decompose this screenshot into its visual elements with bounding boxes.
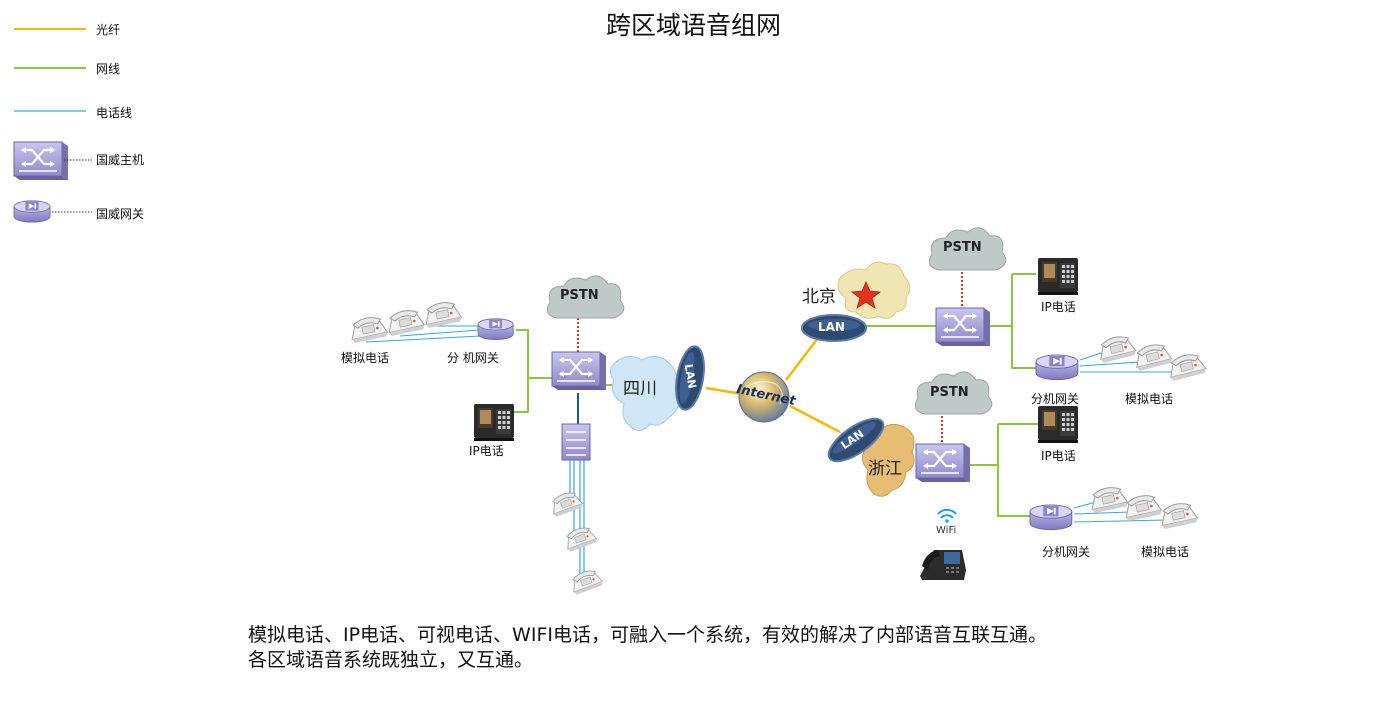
sichuan-ext-gateway xyxy=(477,318,514,341)
fiber-internet-zhejiang xyxy=(789,404,841,434)
zhejiang-analog-phone-2 xyxy=(1121,491,1163,522)
beijing-analog-phone-3 xyxy=(1165,350,1208,382)
zhejiang-analog-phone-3 xyxy=(1157,499,1199,530)
legend xyxy=(12,28,92,223)
legend-network-cable-label: 网线 xyxy=(96,62,121,76)
beijing-ip-phone-label: IP电话 xyxy=(1041,300,1076,314)
sichuan-host-switch xyxy=(550,350,608,392)
description-line-2: 各区域语音系统既独立，又互通。 xyxy=(248,649,534,671)
zhejiang-pstn-label: PSTN xyxy=(930,385,969,400)
internet-globe xyxy=(738,371,790,423)
sichuan-extension-phone-2 xyxy=(562,523,599,553)
sichuan-pstn-label: PSTN xyxy=(560,288,599,303)
backbone-links xyxy=(705,337,841,434)
beijing-lan-label: LAN xyxy=(818,320,845,334)
sichuan-analog-phone-label: 模拟电话 xyxy=(341,351,390,365)
legend-phone-line-label: 电话线 xyxy=(96,106,133,120)
sichuan-analog-phone-1 xyxy=(347,313,389,344)
page-title: 跨区域语音组网 xyxy=(605,11,781,40)
site-sichuan xyxy=(347,275,710,596)
legend-host-icon xyxy=(12,140,70,182)
legend-gateway-icon xyxy=(13,200,51,223)
sichuan-ip-phone-label: IP电话 xyxy=(469,444,504,458)
sichuan-extension-phone-3 xyxy=(568,566,605,596)
legend-host-label: 国威主机 xyxy=(96,153,145,167)
sichuan-region-label: 四川 xyxy=(623,379,657,399)
fiber-sichuan-internet xyxy=(705,386,743,396)
zhejiang-ip-phone-label: IP电话 xyxy=(1041,449,1076,463)
sichuan-map xyxy=(610,356,680,431)
zhejiang-ext-gateway-label: 分机网关 xyxy=(1042,545,1091,559)
beijing-ext-gateway xyxy=(1035,354,1079,381)
site-beijing xyxy=(801,227,1208,382)
description-line-1: 模拟电话、IP电话、可视电话、WIFI电话，可融入一个系统，有效的解决了内部语音… xyxy=(248,624,1047,646)
zhejiang-ext-gateway xyxy=(1029,504,1073,531)
zhejiang-map xyxy=(862,424,915,497)
sichuan-ext-gateway-label: 分 机网关 xyxy=(447,351,499,365)
legend-gateway-label: 国威网关 xyxy=(96,207,145,221)
beijing-host-switch xyxy=(934,306,992,348)
fiber-internet-beijing xyxy=(785,337,819,381)
beijing-map xyxy=(837,261,910,319)
zhejiang-host-switch xyxy=(914,442,972,484)
sichuan-analog-phone-2 xyxy=(384,306,426,337)
zhejiang-ip-phone xyxy=(1038,406,1078,443)
beijing-ext-gateway-label: 分机网关 xyxy=(1031,392,1080,406)
sichuan-ip-phone xyxy=(474,404,514,441)
legend-fiber-label: 光纤 xyxy=(96,23,121,37)
sichuan-analog-phone-3 xyxy=(421,298,463,329)
wifi-icon xyxy=(937,508,957,523)
beijing-analog-phone-label: 模拟电话 xyxy=(1125,392,1174,406)
sichuan-extension-phone-1 xyxy=(548,488,585,518)
beijing-ip-phone xyxy=(1038,258,1078,295)
beijing-pstn-label: PSTN xyxy=(943,240,982,255)
sichuan-patch-panel xyxy=(561,423,591,461)
beijing-analog-phone-1 xyxy=(1095,332,1138,364)
zhejiang-analog-phone-1 xyxy=(1087,483,1129,514)
beijing-region-label: 北京 xyxy=(802,287,836,307)
beijing-analog-phone-2 xyxy=(1131,340,1174,372)
site-zhejiang xyxy=(821,371,1199,580)
wifi-phone xyxy=(920,550,966,580)
zhejiang-region-label: 浙江 xyxy=(868,459,902,479)
wifi-label: WiFi xyxy=(936,525,957,536)
beijing-star-icon xyxy=(850,281,882,309)
zhejiang-analog-phone-label: 模拟电话 xyxy=(1141,545,1190,559)
